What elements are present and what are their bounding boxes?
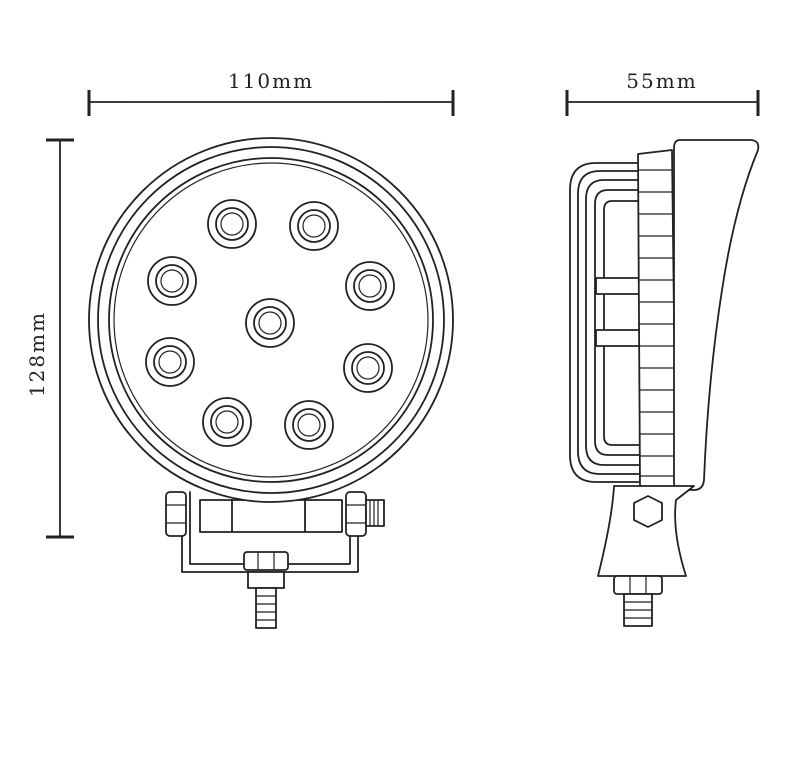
led <box>289 201 339 251</box>
width-label: 110mm <box>228 69 314 93</box>
depth-label: 55mm <box>626 69 697 93</box>
side-heatsink-fins <box>637 149 677 489</box>
side-front-bezel <box>673 139 760 491</box>
side-mount-bracket <box>597 485 695 627</box>
height-dimension: 128mm <box>25 138 74 539</box>
height-label: 128mm <box>25 311 49 397</box>
led <box>145 337 195 387</box>
front-mount-bracket <box>165 491 385 573</box>
led-array <box>145 199 395 450</box>
led <box>147 256 197 306</box>
front-bottom-bolt <box>243 551 289 629</box>
front-housing <box>88 137 454 503</box>
width-dimension: 110mm <box>87 69 455 116</box>
led <box>207 199 257 249</box>
side-view <box>569 139 760 627</box>
front-view <box>88 137 454 629</box>
led <box>284 400 334 450</box>
led <box>343 343 393 393</box>
led <box>245 298 295 348</box>
side-back-cover <box>569 162 643 483</box>
led <box>202 397 252 447</box>
led <box>345 261 395 311</box>
depth-dimension: 55mm <box>565 69 760 116</box>
